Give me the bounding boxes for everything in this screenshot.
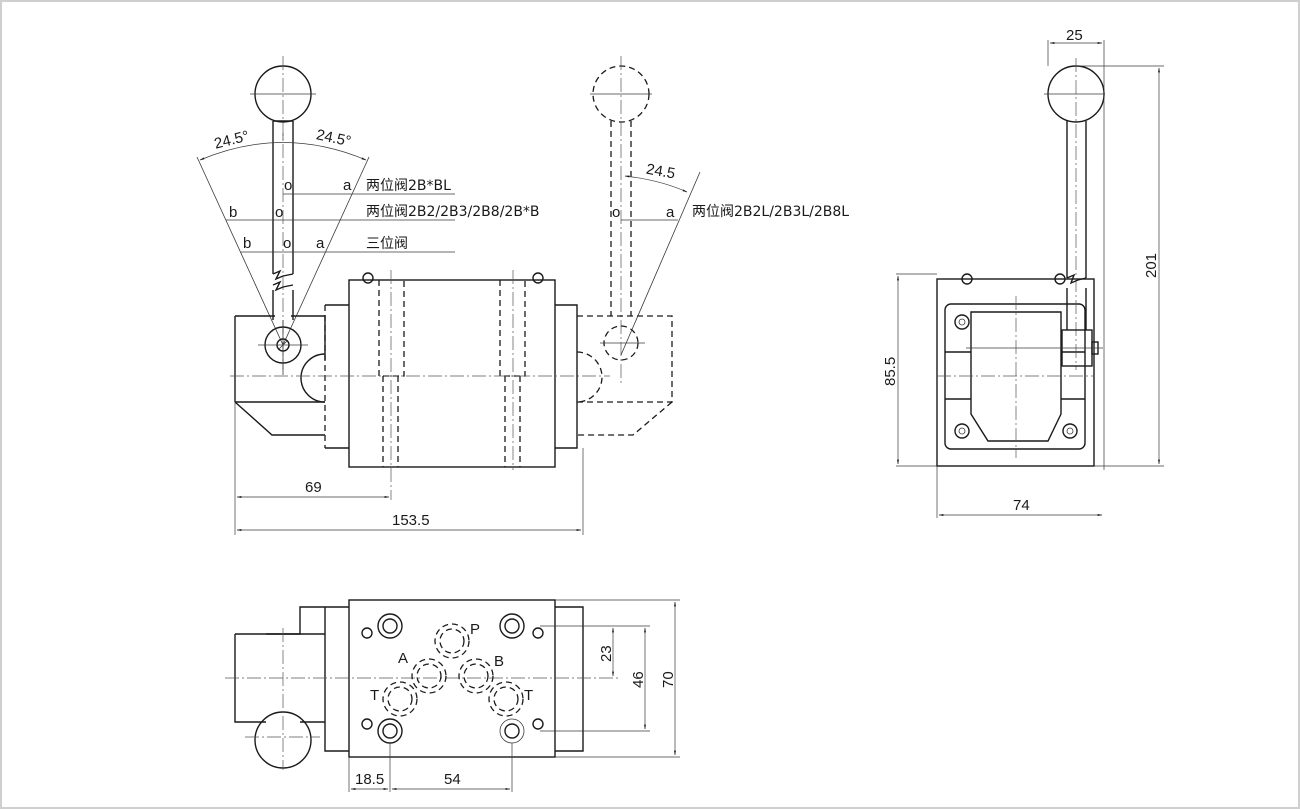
dim-74: 74 (1013, 497, 1030, 514)
row1-mark-o: o (284, 177, 292, 194)
row1-mark-a: a (343, 177, 352, 194)
front-view: 24.5° 24.5° o a 两位阀2B*BL b o 两位阀2B2/2B3/… (196, 56, 849, 535)
bottom-body (348, 599, 556, 758)
row2-mark-o: o (275, 204, 283, 221)
alt-label: 两位阀2B2L/2B3L/2B8L (692, 204, 849, 220)
bottom-view: P A B T T 23 46 70 18.5 54 (225, 599, 680, 792)
dim-23: 23 (598, 645, 615, 662)
lever-shaft (272, 120, 294, 320)
row3-mark-o: o (283, 235, 291, 252)
valve-body (348, 279, 556, 468)
row3-mark-a: a (316, 235, 325, 252)
dim-25: 25 (1066, 27, 1083, 44)
angle-left-label: 24.5° (213, 128, 251, 153)
port-T-left: T (370, 687, 379, 704)
row3-label: 三位阀 (366, 236, 408, 252)
side-body (936, 278, 1095, 467)
alt-angle-label: 24.5 (645, 161, 677, 183)
angle-right-label: 24.5° (315, 126, 353, 150)
port-A: A (398, 650, 408, 667)
side-view: 25 201 85.5 74 (882, 27, 1164, 518)
alt-mark-o: o (612, 204, 620, 221)
dim-69: 69 (305, 479, 322, 496)
dim-85-5: 85.5 (882, 357, 899, 386)
port-P: P (470, 621, 480, 638)
dim-201: 201 (1143, 253, 1160, 278)
port-B: B (494, 653, 504, 670)
bolt-heads (954, 314, 1078, 439)
dim-153-5: 153.5 (392, 512, 430, 529)
row2-label: 两位阀2B2/2B3/2B8/2B*B (366, 204, 540, 220)
mounting-holes (361, 613, 544, 744)
dim-70: 70 (660, 671, 677, 688)
alt-mark-a: a (666, 204, 675, 221)
row1-label: 两位阀2B*BL (366, 178, 451, 194)
dim-54: 54 (444, 771, 461, 788)
dim-18-5: 18.5 (355, 771, 384, 788)
port-T-right: T (524, 687, 533, 704)
row2-mark-b: b (229, 204, 237, 221)
ports (382, 623, 524, 717)
dim-46: 46 (630, 671, 647, 688)
row3-mark-b: b (243, 235, 251, 252)
